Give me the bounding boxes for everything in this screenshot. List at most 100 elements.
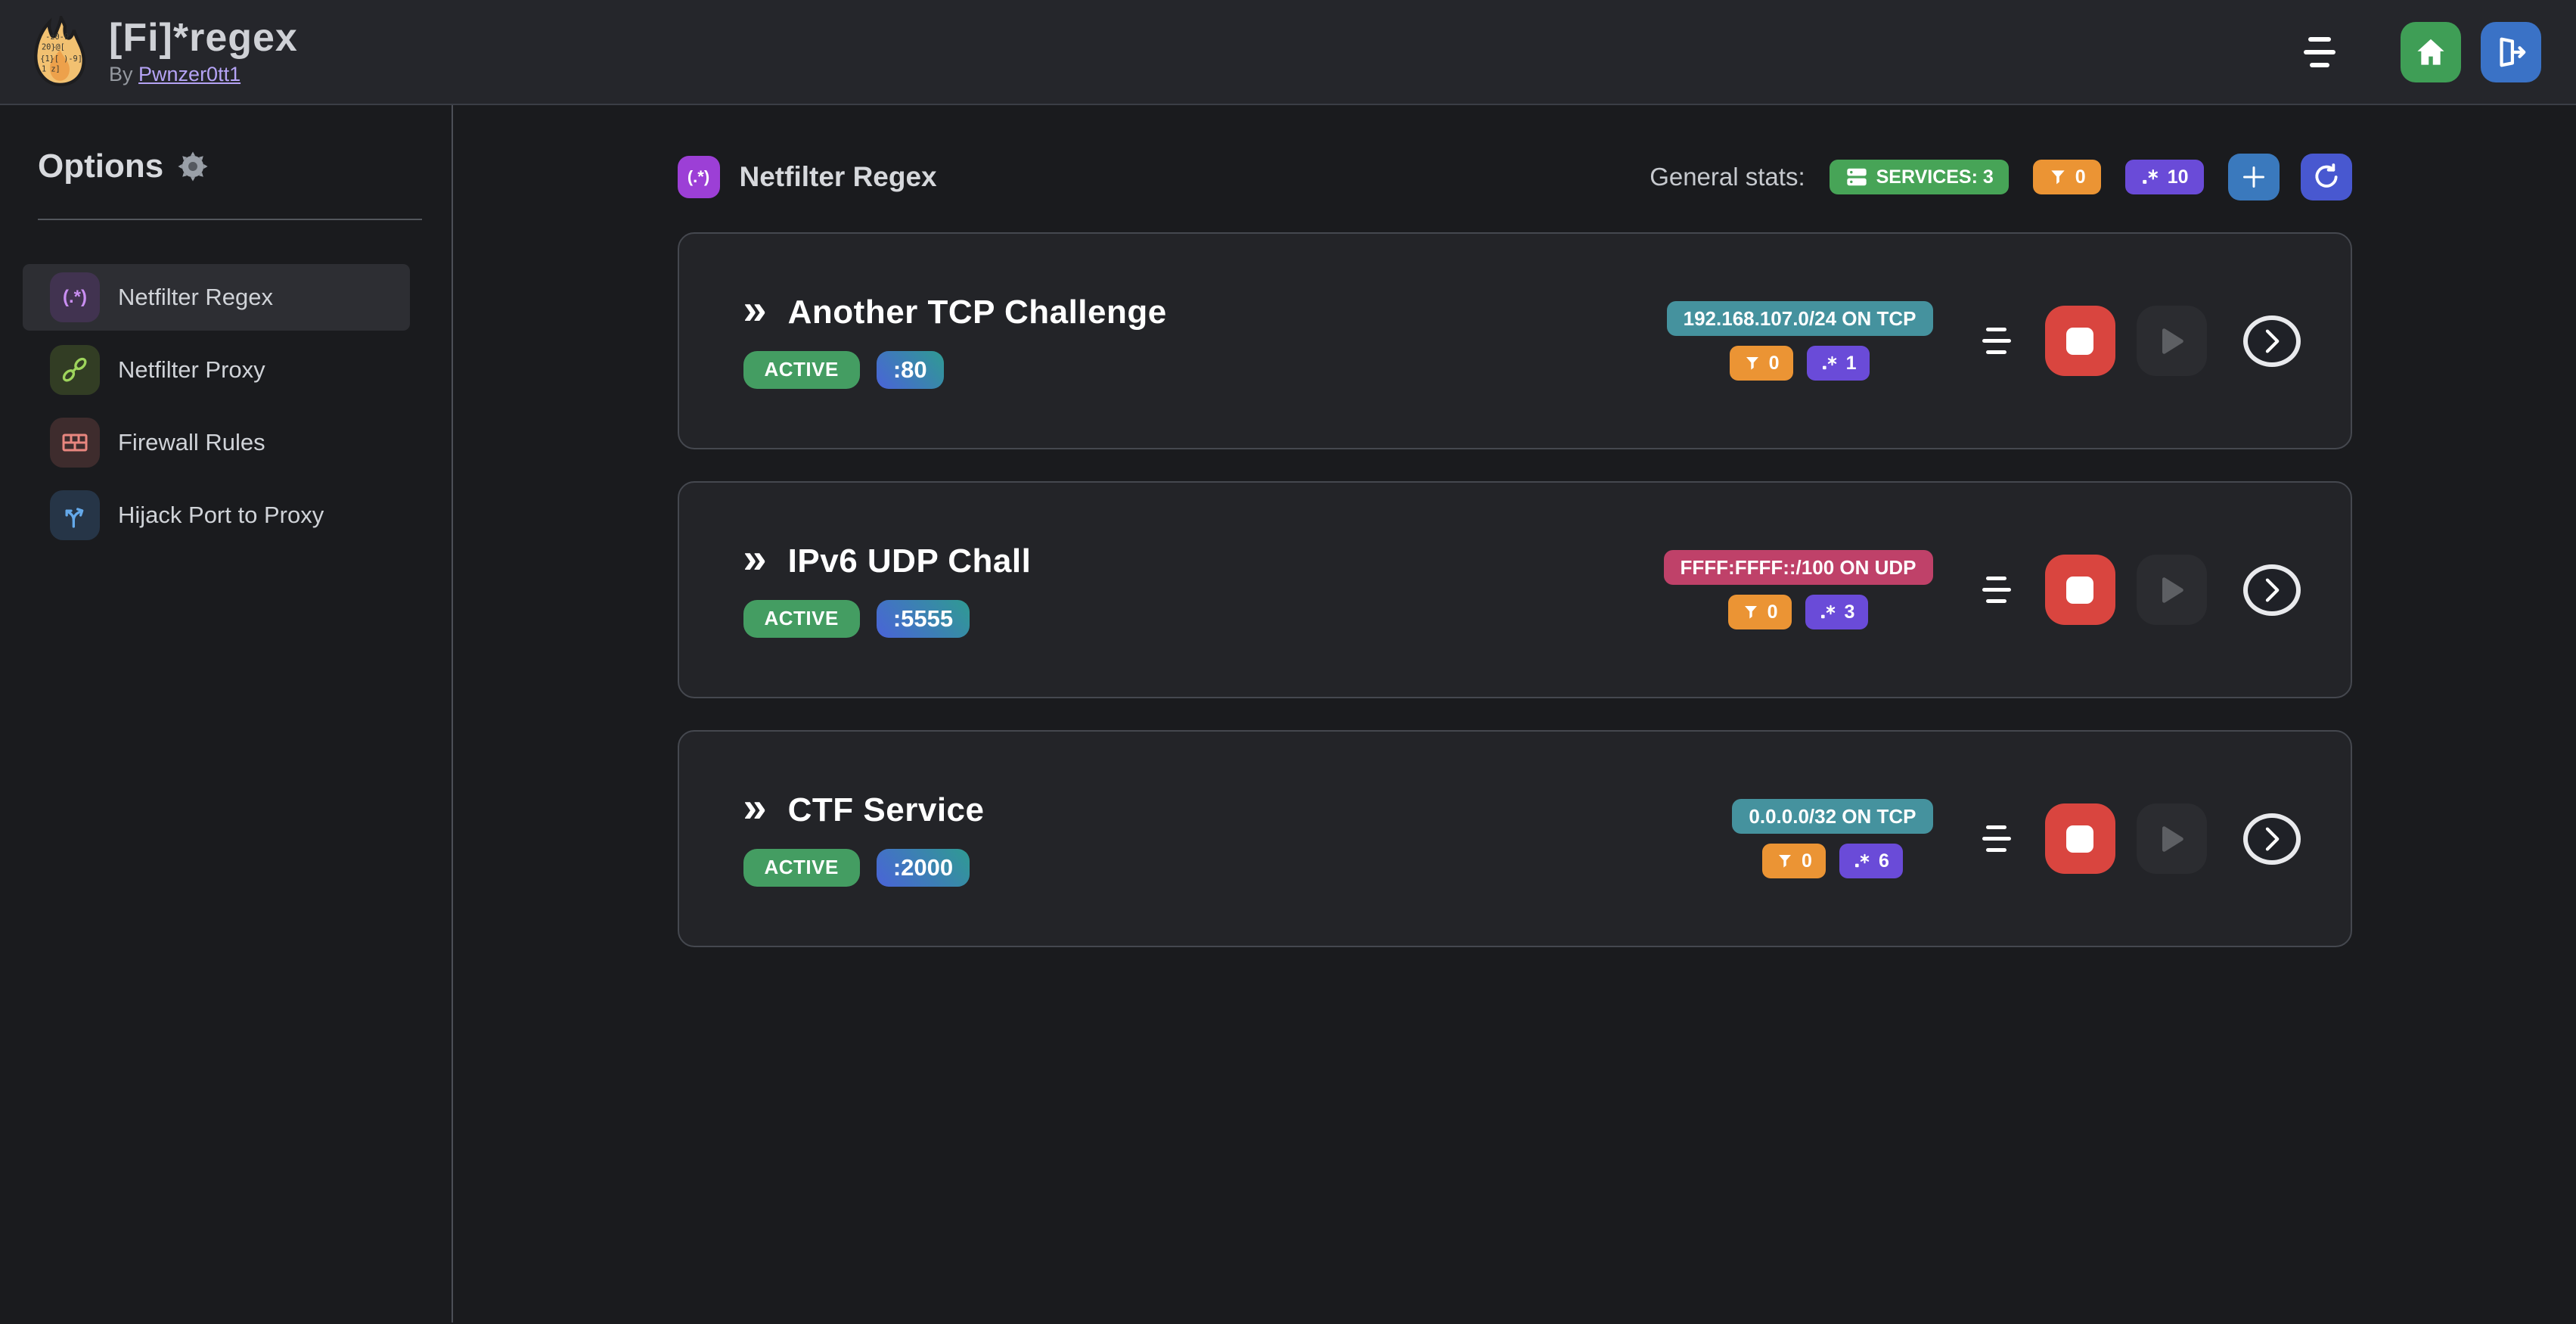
double-chevron-icon: » [743,782,767,831]
service-card: » Another TCP Challenge ACTIVE :80 192.1… [677,232,2352,449]
fork-arrows-icon [50,490,100,540]
regex-glyph-icon [2142,169,2158,184]
services-count-badge: SERVICES: 3 [1829,160,2009,194]
regex-count-badge: 10 [2124,160,2204,194]
service-menu-icon[interactable] [1980,577,2013,603]
firegex-flame-logo: -z0-9 20}@[ {1}[ )-9] 1 z] [34,15,85,86]
start-service-button[interactable] [2136,803,2207,874]
status-badge: ACTIVE [743,599,860,638]
open-service-button[interactable] [2242,813,2301,865]
navbar-menu-icon[interactable] [2302,36,2337,67]
home-button[interactable] [2401,21,2461,82]
sidebar-item-hijack-port[interactable]: Hijack Port to Proxy [23,482,410,549]
filter-icon [1746,357,1758,370]
stop-service-button[interactable] [2044,306,2115,376]
main-area: (.*) Netfilter Regex General stats: SERV… [453,105,2576,1322]
sidebar-item-firewall-rules[interactable]: Firewall Rules [23,409,410,476]
stats-label: General stats: [1650,163,1805,191]
filtered-value: 0 [1802,850,1812,872]
regex-glyph-icon [1822,356,1836,370]
stop-icon [2066,825,2093,853]
sidebar-item-netfilter-proxy[interactable]: Netfilter Proxy [23,337,410,403]
sidebar-item-netfilter-regex[interactable]: (.*) Netfilter Regex [23,264,410,331]
regex-icon: (.*) [50,272,100,322]
filtered-count-badge: 0 [2032,160,2101,194]
sidebar-item-label: Firewall Rules [118,429,265,455]
filtered-badge: 0 [1762,844,1826,878]
logout-icon [2500,37,2526,67]
regex-value: 1 [1845,352,1857,374]
author-link[interactable]: Pwnzer0tt1 [138,63,241,86]
service-menu-icon[interactable] [1980,825,2013,852]
chevron-right-icon [2265,827,2279,850]
regex-value: 3 [1844,601,1855,623]
section-header: (.*) Netfilter Regex General stats: SERV… [677,154,2352,200]
regex-count-label: 10 [2167,166,2189,188]
service-card-stats: 0.0.0.0/32 ON TCP 0 6 [1732,799,1933,878]
filter-icon [2051,170,2065,185]
server-icon [1846,168,1867,186]
start-service-button[interactable] [2136,555,2207,625]
sidebar-item-label: Hijack Port to Proxy [118,502,324,528]
start-service-button[interactable] [2136,306,2207,376]
services-count-label: SERVICES: 3 [1876,166,1994,188]
regex-badge: 1 [1806,346,1870,381]
regex-badge: 3 [1805,595,1869,629]
sidebar-item-label: Netfilter Proxy [118,356,265,383]
svg-text:{1}[ )-9]: {1}[ )-9] [40,54,82,64]
filtered-count-label: 0 [2075,166,2086,188]
play-icon [2162,825,2183,852]
regex-value: 6 [1878,850,1889,872]
status-badge: ACTIVE [743,350,860,389]
cidr-badge: FFFF:FFFF::/100 ON UDP [1663,550,1933,585]
service-card-actions: 192.168.107.0/24 ON TCP 0 1 [1666,301,2301,381]
stop-icon [2066,327,2093,355]
svg-text:20}@[: 20}@[ [42,42,65,51]
regex-glyph-icon [1854,853,1870,868]
cidr-badge: 0.0.0.0/32 ON TCP [1732,799,1933,834]
add-service-button[interactable] [2227,154,2280,200]
sidebar-item-label: Netfilter Regex [118,284,274,310]
status-badge: ACTIVE [743,848,860,887]
stop-service-button[interactable] [2044,555,2115,625]
filtered-badge: 0 [1727,595,1792,629]
double-chevron-icon: » [743,284,767,333]
home-icon [2417,39,2444,65]
proxy-link-icon [50,345,100,395]
service-card: » IPv6 UDP Chall ACTIVE :5555 FFFF:FFFF:… [677,481,2352,698]
port-badge: :2000 [876,848,970,887]
refresh-icon [2315,163,2338,188]
open-service-button[interactable] [2242,564,2301,616]
section-title: Netfilter Regex [739,161,937,192]
sidebar: Options (.*) Netfilter Regex [0,105,453,1322]
service-card-info: » IPv6 UDP Chall ACTIVE :5555 [743,536,1032,638]
svg-text:-z0-9: -z0-9 [45,32,69,41]
gear-icon [178,151,208,182]
app-byline: By Pwnzer0tt1 [109,63,298,86]
app-title: [Fi]*regex [109,15,298,60]
service-card-actions: 0.0.0.0/32 ON TCP 0 6 [1732,799,2301,878]
chevron-right-icon [2265,578,2279,601]
sidebar-heading-label: Options [38,148,164,185]
general-stats: General stats: SERVICES: 3 [1650,154,2352,200]
firewall-icon [50,418,100,468]
brand-block: [Fi]*regex By Pwnzer0tt1 [109,17,298,87]
logout-button[interactable] [2481,21,2541,82]
service-name: IPv6 UDP Chall [787,542,1032,580]
service-card-actions: FFFF:FFFF::/100 ON UDP 0 3 [1663,550,2301,629]
double-chevron-icon: » [743,533,767,582]
byline-prefix: By [109,63,133,86]
play-icon [2162,328,2183,354]
svg-text:1 z]: 1 z] [42,64,61,73]
service-card-info: » Another TCP Challenge ACTIVE :80 [743,287,1167,389]
filtered-value: 0 [1767,601,1778,623]
navbar: -z0-9 20}@[ {1}[ )-9] 1 z] [Fi]*regex By… [0,0,2576,105]
open-service-button[interactable] [2242,315,2301,367]
cidr-badge: 192.168.107.0/24 ON TCP [1666,301,1933,336]
sidebar-heading: Options [38,148,423,185]
service-name: CTF Service [787,791,985,828]
refresh-button[interactable] [2300,154,2352,200]
service-menu-icon[interactable] [1980,328,2013,354]
plus-icon [2242,166,2264,188]
stop-service-button[interactable] [2044,803,2115,874]
